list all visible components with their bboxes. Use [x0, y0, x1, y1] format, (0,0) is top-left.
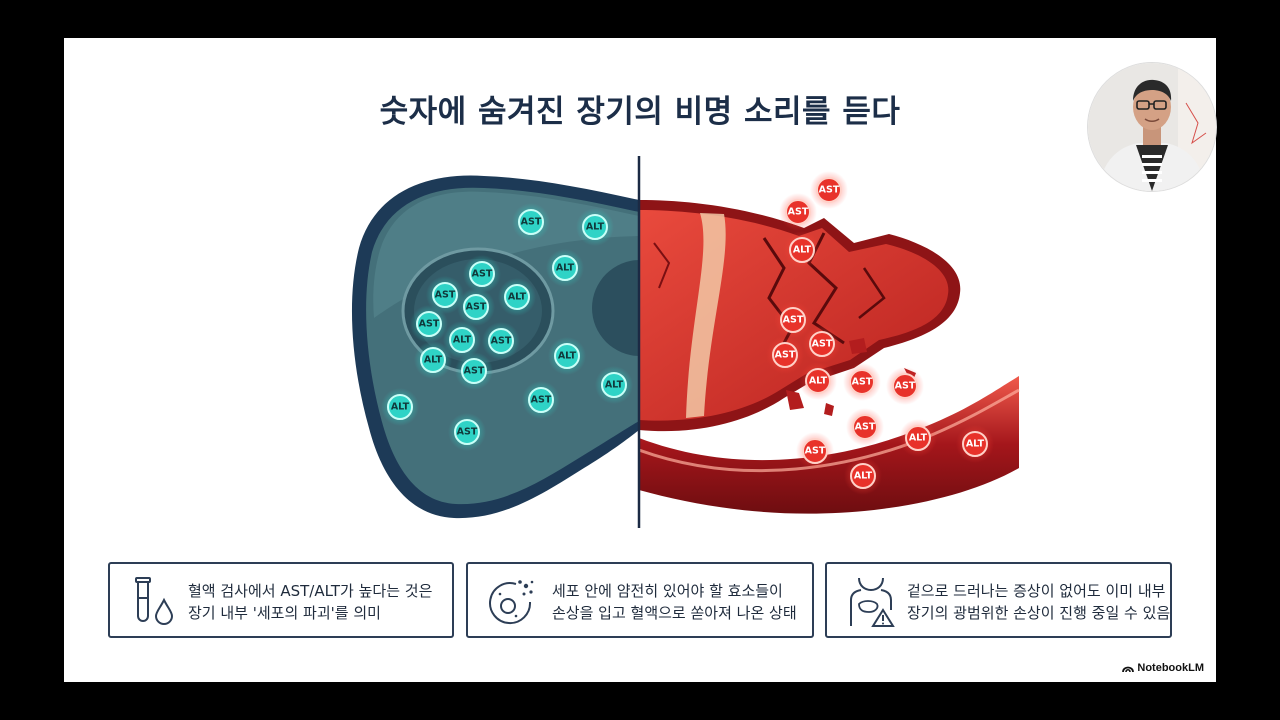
card-2-line-2: 손상을 입고 혈액으로 쏟아져 나온 상태: [552, 604, 797, 622]
card-3-text: 겉으로 드러나는 증상이 없어도 이미 내부 장기의 광범위한 손상이 진행 중…: [907, 580, 1170, 624]
healthy-marker-label: ALT: [605, 380, 624, 391]
broken-cell-icon: [489, 580, 534, 625]
damaged-marker-3: AST: [774, 301, 812, 339]
card-3-line-2: 장기의 광범위한 손상이 진행 중일 수 있음: [907, 604, 1171, 622]
notebooklm-brand: NotebookLM: [1122, 662, 1204, 674]
presenter-figure: [1088, 63, 1216, 191]
info-card-2: 세포 안에 얌전히 있어야 할 효소들이 손상을 입고 혈액으로 쏟아져 나온 …: [466, 562, 814, 638]
healthy-marker-10: ALT: [414, 341, 452, 379]
healthy-marker-3: AST: [463, 255, 501, 293]
body-warning-icon: [850, 577, 895, 627]
brand-name: NotebookLM: [1137, 662, 1204, 674]
damaged-marker-label: AST: [783, 315, 804, 326]
healthy-marker-1: ALT: [576, 208, 614, 246]
healthy-marker-4: AST: [426, 276, 464, 314]
damaged-marker-0: AST: [810, 171, 848, 209]
healthy-marker-label: AST: [531, 395, 552, 406]
healthy-marker-15: AST: [522, 381, 560, 419]
healthy-marker-label: AST: [521, 217, 542, 228]
healthy-marker-label: AST: [472, 269, 493, 280]
damaged-marker-label: ALT: [809, 376, 828, 387]
damaged-marker-label: AST: [895, 381, 916, 392]
slide: 숫자에 숨겨진 장기의 비명 소리를 듣다: [64, 38, 1216, 682]
healthy-marker-label: AST: [435, 290, 456, 301]
info-card-1: 혈액 검사에서 AST/ALT가 높다는 것은 장기 내부 '세포의 파괴'를 …: [108, 562, 454, 638]
damaged-marker-13: ALT: [844, 457, 882, 495]
healthy-marker-5: ALT: [498, 278, 536, 316]
damaged-marker-4: AST: [803, 325, 841, 363]
card-1-line-2: 장기 내부 '세포의 파괴'를 의미: [188, 604, 381, 622]
info-card-3: 겉으로 드러나는 증상이 없어도 이미 내부 장기의 광범위한 손상이 진행 중…: [825, 562, 1172, 638]
healthy-marker-12: ALT: [548, 337, 586, 375]
enzyme-markers: AST ALT ALT AST AST ALT AST AST ALT AST ALT AST ALT A…: [381, 171, 994, 495]
damaged-marker-1: AST: [779, 193, 817, 231]
healthy-marker-7: AST: [410, 305, 448, 343]
card-3-line-1: 겉으로 드러나는 증상이 없어도 이미 내부: [907, 582, 1166, 600]
healthy-marker-label: ALT: [453, 335, 472, 346]
slide-title: 숫자에 숨겨진 장기의 비명 소리를 듣다: [379, 94, 901, 130]
card-2-line-1: 세포 안에 얌전히 있어야 할 효소들이: [552, 582, 783, 600]
damaged-marker-label: AST: [855, 422, 876, 433]
healthy-marker-label: ALT: [586, 222, 605, 233]
healthy-marker-13: ALT: [595, 366, 633, 404]
healthy-marker-11: AST: [455, 352, 493, 390]
healthy-marker-label: AST: [464, 366, 485, 377]
damaged-marker-10: ALT: [899, 419, 937, 457]
healthy-marker-label: ALT: [558, 351, 577, 362]
damaged-marker-label: ALT: [966, 439, 985, 450]
healthy-marker-2: ALT: [546, 249, 584, 287]
healthy-marker-8: ALT: [443, 321, 481, 359]
healthy-marker-label: AST: [466, 302, 487, 313]
healthy-marker-0: AST: [512, 203, 550, 241]
damaged-marker-label: AST: [819, 185, 840, 196]
damaged-marker-9: AST: [846, 408, 884, 446]
healthy-marker-14: ALT: [381, 388, 419, 426]
damaged-marker-6: ALT: [799, 362, 837, 400]
damaged-marker-label: AST: [775, 350, 796, 361]
presenter-video-avatar: [1087, 62, 1217, 192]
damaged-marker-label: AST: [788, 207, 809, 218]
notebooklm-logo-icon: [1122, 666, 1135, 673]
healthy-marker-label: ALT: [508, 292, 527, 303]
healthy-marker-label: ALT: [556, 263, 575, 274]
healthy-marker-16: AST: [448, 413, 486, 451]
healthy-marker-label: AST: [419, 319, 440, 330]
damaged-marker-label: ALT: [793, 245, 812, 256]
card-1-text: 혈액 검사에서 AST/ALT가 높다는 것은 장기 내부 '세포의 파괴'를 …: [188, 580, 432, 624]
healthy-marker-label: ALT: [424, 355, 443, 366]
damaged-marker-11: AST: [796, 432, 834, 470]
damaged-marker-8: AST: [886, 367, 924, 405]
damaged-marker-12: ALT: [956, 425, 994, 463]
damaged-marker-label: ALT: [854, 471, 873, 482]
damaged-marker-5: AST: [766, 336, 804, 374]
damaged-marker-2: ALT: [783, 231, 821, 269]
card-2-text: 세포 안에 얌전히 있어야 할 효소들이 손상을 입고 혈액으로 쏟아져 나온 …: [552, 580, 797, 624]
healthy-marker-label: AST: [457, 427, 478, 438]
damaged-marker-label: ALT: [909, 433, 928, 444]
liver-illustration: AST ALT ALT AST AST ALT AST AST ALT AST ALT AST ALT A…: [351, 156, 1020, 528]
healthy-marker-9: AST: [482, 322, 520, 360]
card-1-line-1: 혈액 검사에서 AST/ALT가 높다는 것은: [188, 582, 433, 600]
healthy-marker-6: AST: [457, 288, 495, 326]
healthy-marker-label: ALT: [391, 402, 410, 413]
healthy-marker-label: AST: [491, 336, 512, 347]
damaged-marker-label: AST: [812, 339, 833, 350]
damaged-marker-label: AST: [852, 377, 873, 388]
test-tube-drop-icon: [135, 577, 174, 625]
damaged-marker-7: AST: [843, 363, 881, 401]
damaged-marker-label: AST: [805, 446, 826, 457]
